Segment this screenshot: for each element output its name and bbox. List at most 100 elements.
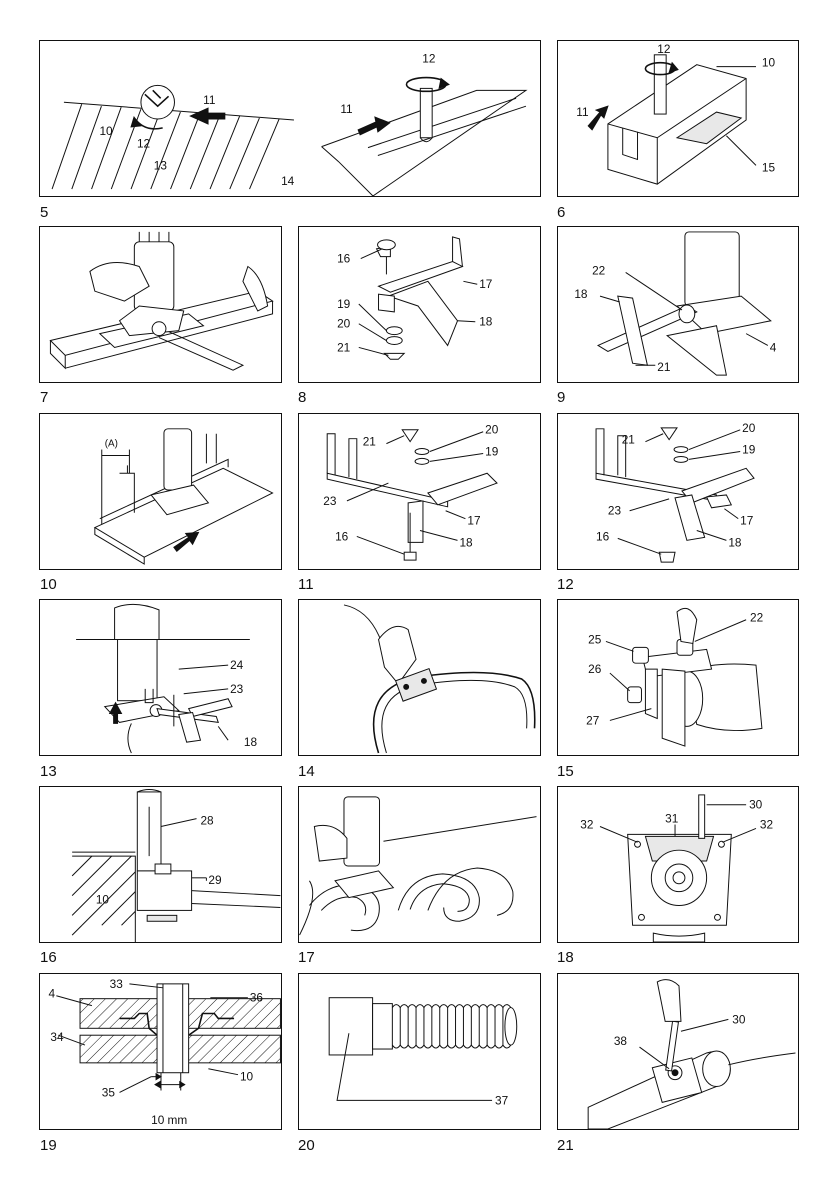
fig8-callout-16: 16 bbox=[337, 252, 351, 266]
fig6-callout-10: 10 bbox=[762, 56, 776, 70]
fig15-callout-22: 22 bbox=[750, 611, 763, 625]
fig11-callout-19: 19 bbox=[485, 444, 499, 458]
fig15-callout-26: 26 bbox=[588, 662, 602, 676]
fig16-callout-29: 29 bbox=[208, 873, 222, 887]
fig19-callout-10mm: 10 mm bbox=[151, 1113, 187, 1127]
fig11-callout-23: 23 bbox=[323, 494, 337, 508]
fig12-callout-18: 18 bbox=[728, 535, 742, 549]
fig8-callout-20: 20 bbox=[337, 317, 351, 331]
figure-16-illustration: 28 29 10 bbox=[40, 787, 281, 942]
figure-9-panel: 22 18 4 21 bbox=[557, 226, 799, 383]
fig13-callout-23: 23 bbox=[230, 682, 244, 696]
figure-12-illustration: 21 20 19 23 17 16 18 bbox=[558, 414, 798, 569]
fig12-callout-16: 16 bbox=[596, 529, 610, 543]
fig5-callout-12a: 12 bbox=[137, 137, 150, 151]
figure-19-illustration: 4 33 36 34 10 35 10 mm bbox=[40, 974, 281, 1129]
figure-7-illustration bbox=[40, 227, 281, 382]
fig5-callout-12b: 12 bbox=[422, 52, 435, 66]
fig8-callout-18: 18 bbox=[479, 315, 493, 329]
figure-8-illustration: 16 17 19 18 20 21 bbox=[299, 227, 540, 382]
fig15-callout-27: 27 bbox=[586, 713, 599, 727]
fig8-callout-17: 17 bbox=[479, 277, 492, 291]
figure-15-illustration: 25 22 26 27 bbox=[558, 600, 798, 755]
fig12-callout-17: 17 bbox=[740, 514, 753, 528]
fig12-callout-21: 21 bbox=[622, 433, 635, 447]
figure-21-illustration: 30 38 bbox=[558, 974, 798, 1129]
figure-11-illustration: 21 20 19 23 17 16 18 bbox=[299, 414, 540, 569]
fig16-callout-10: 10 bbox=[96, 892, 110, 906]
fig9-callout-22: 22 bbox=[592, 263, 605, 277]
figure-18-number: 18 bbox=[557, 950, 574, 965]
fig8-callout-19: 19 bbox=[337, 297, 351, 311]
figure-21-panel: 30 38 bbox=[557, 973, 799, 1130]
figure-9-illustration: 22 18 4 21 bbox=[558, 227, 798, 382]
fig9-callout-21: 21 bbox=[657, 360, 670, 374]
figure-5-number: 5 bbox=[40, 205, 48, 220]
fig19-callout-36: 36 bbox=[250, 991, 264, 1005]
fig11-callout-16: 16 bbox=[335, 529, 349, 543]
figure-10-illustration: (A) bbox=[40, 414, 281, 569]
fig18-callout-32a: 32 bbox=[580, 817, 593, 831]
figure-11-panel: 21 20 19 23 17 16 18 bbox=[298, 413, 541, 570]
figure-7-panel bbox=[39, 226, 282, 383]
figure-5-panel: 10 11 12 13 12 11 14 bbox=[39, 40, 541, 197]
figure-10-number: 10 bbox=[40, 577, 57, 592]
fig21-callout-38: 38 bbox=[614, 1034, 628, 1048]
figure-20-illustration: 37 bbox=[299, 974, 540, 1129]
figure-8-panel: 16 17 19 18 20 21 bbox=[298, 226, 541, 383]
figure-11-number: 11 bbox=[298, 577, 314, 592]
fig9-callout-4: 4 bbox=[770, 340, 777, 354]
fig6-callout-12: 12 bbox=[657, 42, 670, 56]
fig13-callout-18: 18 bbox=[244, 735, 258, 749]
fig8-callout-21: 21 bbox=[337, 340, 350, 354]
fig5-callout-11b: 11 bbox=[340, 102, 352, 116]
fig6-callout-11: 11 bbox=[576, 105, 588, 119]
figure-15-number: 15 bbox=[557, 764, 574, 779]
fig5-callout-11a: 11 bbox=[203, 93, 215, 107]
figure-17-panel bbox=[298, 786, 541, 943]
fig11-callout-17: 17 bbox=[467, 514, 480, 528]
fig5-callout-14: 14 bbox=[281, 174, 295, 188]
figure-7-number: 7 bbox=[40, 390, 48, 405]
figure-9-number: 9 bbox=[557, 390, 565, 405]
fig18-callout-31: 31 bbox=[665, 812, 678, 826]
fig12-callout-19: 19 bbox=[742, 442, 756, 456]
figure-18-illustration: 30 32 31 32 bbox=[558, 787, 798, 942]
fig11-callout-21: 21 bbox=[363, 435, 376, 449]
figure-19-panel: 4 33 36 34 10 35 10 mm bbox=[39, 973, 282, 1130]
figure-10-panel: (A) bbox=[39, 413, 282, 570]
figure-14-number: 14 bbox=[298, 764, 315, 779]
figure-6-illustration: 12 10 11 15 bbox=[558, 41, 798, 196]
fig11-callout-18: 18 bbox=[459, 535, 473, 549]
figure-12-panel: 21 20 19 23 17 16 18 bbox=[557, 413, 799, 570]
fig12-callout-23: 23 bbox=[608, 504, 622, 518]
fig20-callout-37: 37 bbox=[495, 1093, 508, 1107]
figure-12-number: 12 bbox=[557, 577, 574, 592]
figure-19-number: 19 bbox=[40, 1138, 57, 1153]
figure-13-illustration: 24 23 18 bbox=[40, 600, 281, 755]
fig10-callout-A: (A) bbox=[105, 439, 118, 450]
fig16-callout-28: 28 bbox=[200, 814, 214, 828]
fig11-callout-20: 20 bbox=[485, 423, 499, 437]
figure-14-panel bbox=[298, 599, 541, 756]
figure-18-panel: 30 32 31 32 bbox=[557, 786, 799, 943]
fig6-callout-15: 15 bbox=[762, 160, 776, 174]
figure-8-number: 8 bbox=[298, 390, 306, 405]
figure-14-illustration bbox=[299, 600, 540, 755]
fig13-callout-24: 24 bbox=[230, 658, 244, 672]
fig18-callout-30: 30 bbox=[749, 798, 763, 812]
figure-20-number: 20 bbox=[298, 1138, 315, 1153]
figure-16-number: 16 bbox=[40, 950, 57, 965]
fig19-callout-4: 4 bbox=[48, 987, 55, 1001]
figure-6-number: 6 bbox=[557, 205, 565, 220]
figure-17-illustration bbox=[299, 787, 540, 942]
fig12-callout-20: 20 bbox=[742, 421, 756, 435]
figure-21-number: 21 bbox=[557, 1138, 574, 1153]
figure-13-number: 13 bbox=[40, 764, 57, 779]
figure-13-panel: 24 23 18 bbox=[39, 599, 282, 756]
figure-16-panel: 28 29 10 bbox=[39, 786, 282, 943]
fig19-callout-33: 33 bbox=[110, 977, 124, 991]
fig5-callout-10: 10 bbox=[99, 124, 113, 138]
fig19-callout-35: 35 bbox=[102, 1085, 116, 1099]
figure-15-panel: 25 22 26 27 bbox=[557, 599, 799, 756]
